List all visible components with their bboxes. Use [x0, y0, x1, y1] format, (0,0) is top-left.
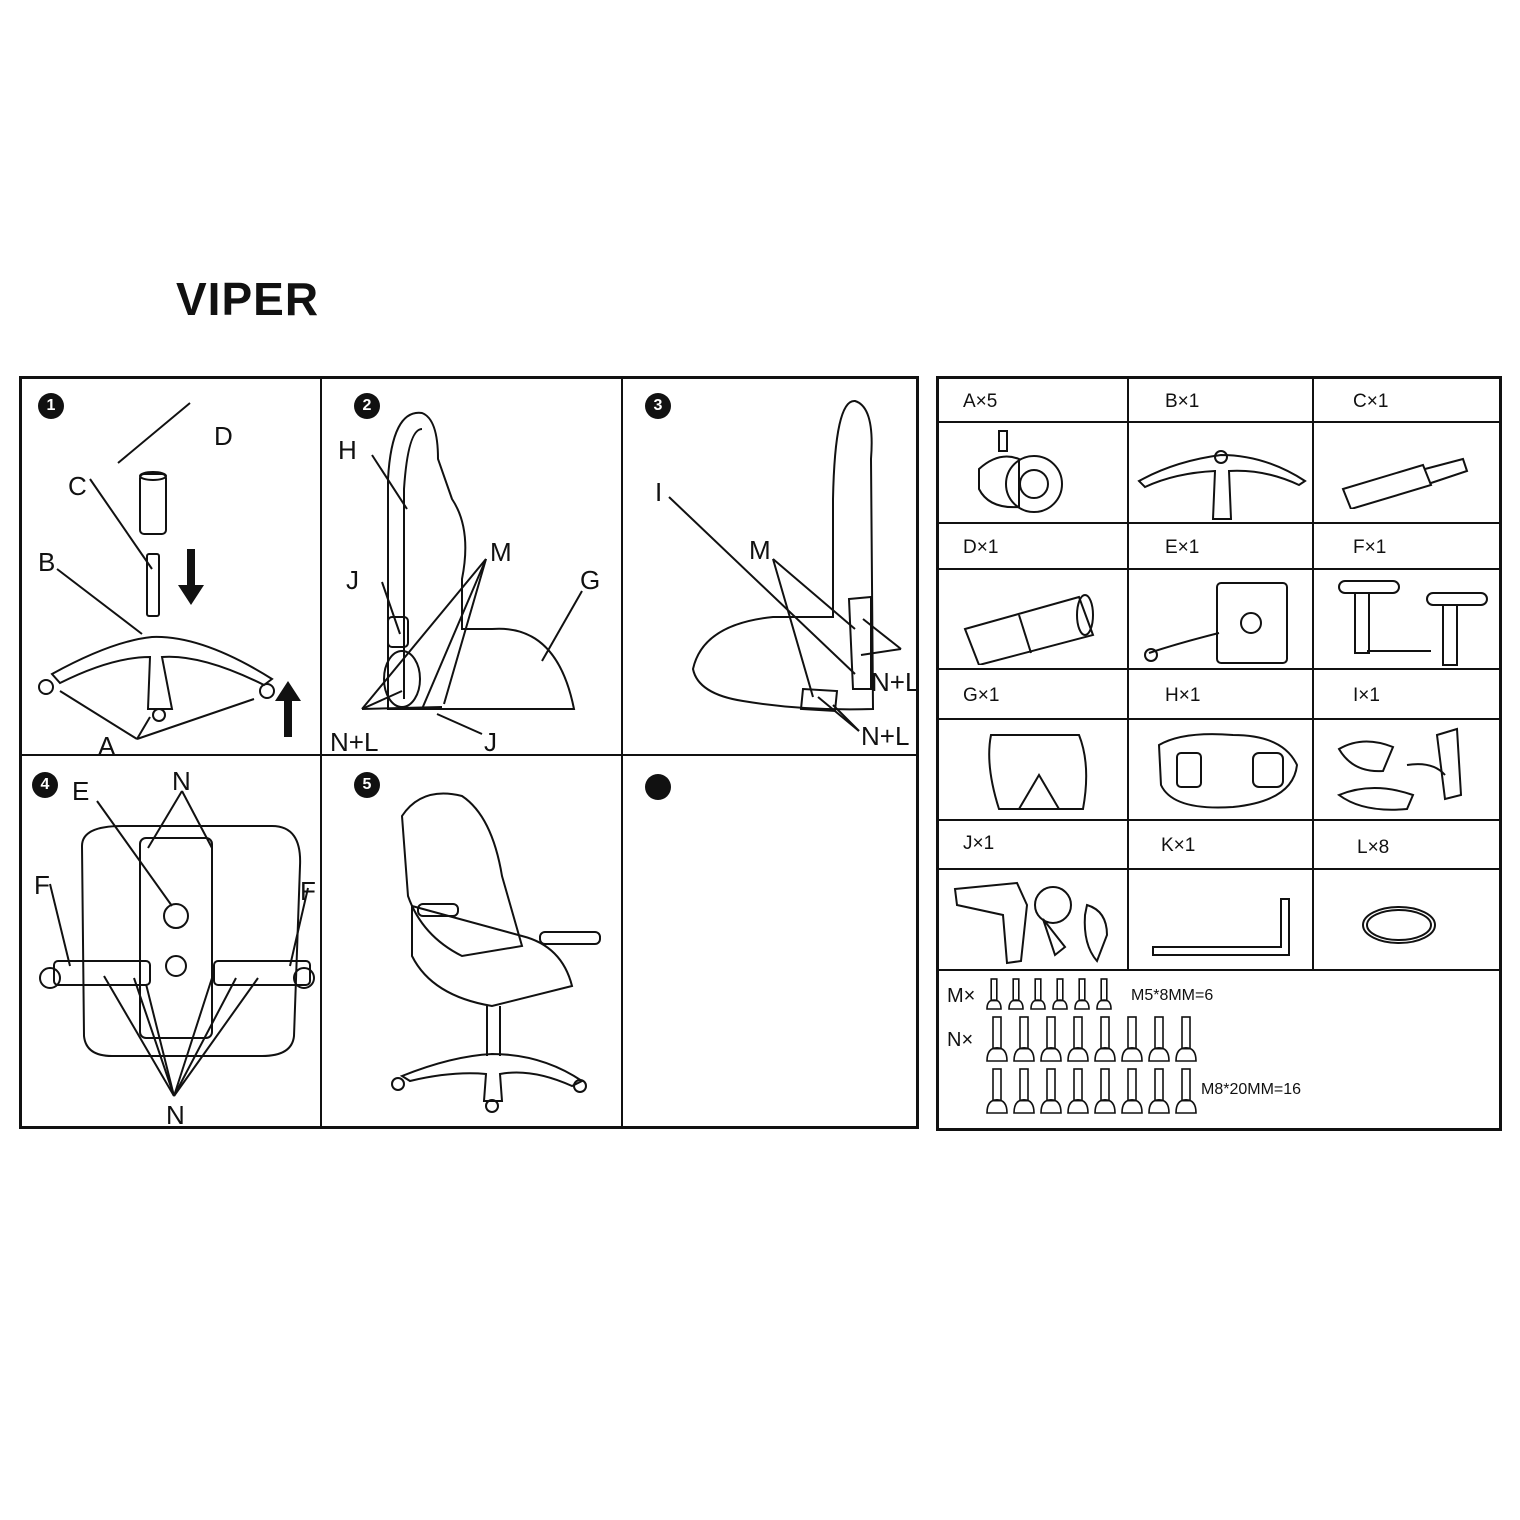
m-bolt [1052, 978, 1068, 1010]
n-bolt [1067, 1016, 1089, 1062]
step-1-illustration [38, 402, 301, 740]
parts-grid-lines [939, 379, 1499, 971]
step-5-illustration [391, 792, 601, 1113]
part-label-n-l: N+L [861, 721, 910, 751]
parts-list-panel: A×5 B×1 C×1 D×1 E×1 F×1 G×1 H×1 I×1 J×1 … [936, 376, 1502, 1131]
step-6-cell [623, 756, 920, 1129]
part-name-g: G×1 [963, 685, 1000, 706]
step-number-badge: 4 [32, 772, 58, 798]
n-bolt [1175, 1016, 1197, 1062]
part-label-n-l: N+L [330, 727, 379, 757]
m-bolt [1030, 978, 1046, 1010]
hardware-spec-n: M8*20MM=16 [1201, 1081, 1302, 1098]
step-4-cell: 4 E N F F N [22, 756, 320, 1130]
backrest-icon [1157, 733, 1299, 809]
n-bolt [1013, 1068, 1035, 1114]
leader-line [117, 402, 191, 464]
n-bolt [1094, 1068, 1116, 1114]
part-name-e: E×1 [1165, 537, 1200, 558]
n-bolt [1040, 1016, 1062, 1062]
part-label-j: J [484, 727, 497, 757]
part-label-d: D [214, 421, 233, 451]
step-5-cell: 5 [322, 756, 621, 1129]
n-bolt [1094, 1016, 1116, 1062]
armrest-icon [1338, 580, 1488, 666]
n-bolt [1148, 1016, 1170, 1062]
m-bolt [1008, 978, 1024, 1010]
washer-icon [1362, 906, 1436, 944]
hardware-label-m: M× [947, 985, 976, 1007]
tilt-mechanism-icon [1144, 582, 1288, 664]
part-name-b: B×1 [1165, 391, 1200, 412]
step-number-badge [645, 774, 671, 800]
n-bolt [1121, 1016, 1143, 1062]
part-name-h: H×1 [1165, 685, 1201, 706]
grid-divider [320, 379, 322, 1126]
m-bolt [986, 978, 1002, 1010]
part-name-k: K×1 [1161, 835, 1196, 856]
part-name-c: C×1 [1353, 391, 1389, 412]
part-name-f: F×1 [1353, 537, 1387, 558]
step-2-cell: 2 H M J G N+L J [322, 379, 621, 757]
part-label-h: H [338, 435, 357, 465]
part-name-i: I×1 [1353, 685, 1380, 706]
part-label-i: I [655, 477, 663, 507]
part-label-j: J [346, 565, 359, 595]
part-label-n: N [172, 766, 191, 796]
n-bolt [1121, 1068, 1143, 1114]
m-bolts-icon [986, 978, 1112, 1010]
step-3-illustration [668, 400, 902, 732]
part-label-c: C [68, 471, 87, 501]
step-number-badge: 3 [645, 393, 671, 419]
n-bolt [1175, 1068, 1197, 1114]
step-number-badge: 2 [354, 393, 380, 419]
caster-wheel-icon [978, 430, 1063, 513]
m-bolt [1074, 978, 1090, 1010]
step-4-illustration [39, 790, 315, 1097]
hardware-label-n: N× [947, 1029, 974, 1051]
part-label-f: F [34, 870, 50, 900]
part-name-j: J×1 [963, 833, 995, 854]
direction-arrows [178, 549, 301, 737]
part-label-m: M [490, 537, 512, 567]
part-name-d: D×1 [963, 537, 999, 558]
n-bolt [1067, 1068, 1089, 1114]
n-bolt [1040, 1068, 1062, 1114]
n-bolts-icon [986, 1016, 1197, 1114]
grid-divider [621, 379, 623, 1126]
m-bolt [1096, 978, 1112, 1010]
page-title: VIPER [176, 273, 320, 325]
part-label-n: N [166, 1100, 185, 1130]
step-number-badge: 1 [38, 393, 64, 419]
n-bolt [1148, 1068, 1170, 1114]
side-covers-icon [1336, 727, 1463, 811]
grid-divider [22, 754, 916, 756]
seat-cushion-icon [988, 734, 1088, 810]
step-1-cell: 1 D C B A [22, 379, 320, 761]
step-number-badge: 5 [354, 772, 380, 798]
part-label-a: A [98, 731, 116, 761]
part-label-b: B [38, 547, 56, 577]
assembly-steps-panel: 1 D C B A 2 [19, 376, 920, 1130]
gas-lift-icon [1341, 457, 1469, 509]
n-bolt [1013, 1016, 1035, 1062]
hardware-spec-m: M5*8MM=6 [1131, 987, 1214, 1004]
step-2-illustration [361, 411, 583, 735]
star-base-icon [1137, 450, 1307, 520]
step-3-cell: 3 I M N+L N+L [623, 379, 920, 754]
n-bolt [986, 1068, 1008, 1114]
cylinder-cover-icon [963, 594, 1095, 665]
part-name-a: A×5 [963, 391, 998, 412]
hex-key-icon [1152, 898, 1290, 956]
part-label-f: F [300, 876, 316, 906]
n-bolt [986, 1016, 1008, 1062]
recline-bracket-icon [953, 881, 1109, 965]
part-label-g: G [580, 565, 601, 595]
part-label-e: E [72, 776, 90, 806]
part-label-n-l: N+L [871, 667, 920, 697]
part-label-m: M [749, 535, 771, 565]
part-name-l: L×8 [1357, 837, 1390, 858]
